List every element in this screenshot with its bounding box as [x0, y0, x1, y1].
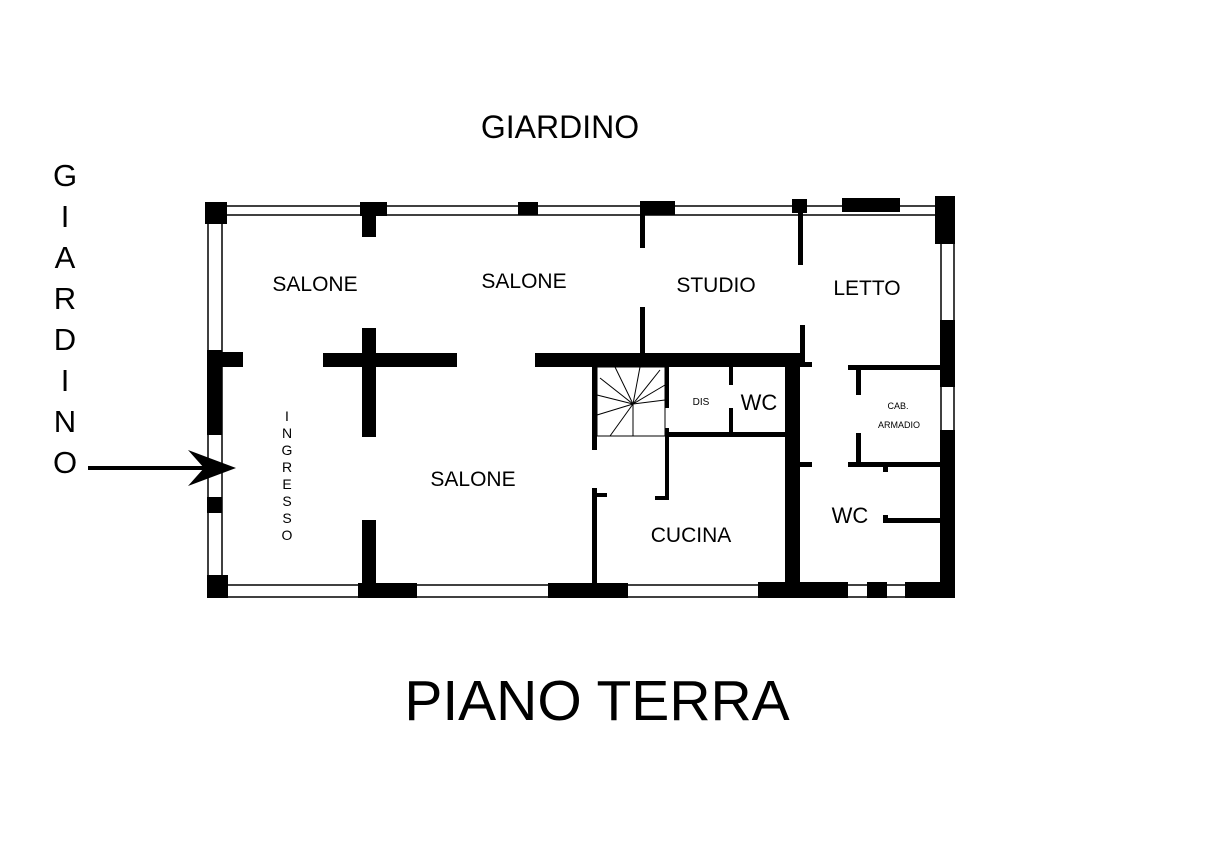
- room-label-letto: LETTO: [833, 277, 900, 300]
- room-label-wc: WC: [741, 390, 778, 415]
- room-label-salone: SALONE: [481, 270, 566, 293]
- room-label-dis: DIS: [693, 397, 710, 408]
- outer-walls: [205, 196, 955, 598]
- staircase: [596, 366, 666, 437]
- entrance-arrow: [88, 450, 236, 486]
- plan-title: PIANO TERRA: [404, 669, 789, 733]
- room-label-salone: SALONE: [272, 273, 357, 296]
- room-label-armadio: ARMADIO: [878, 420, 920, 430]
- room-label-studio: STUDIO: [676, 274, 755, 297]
- garden-label-top: GIARDINO: [481, 109, 639, 145]
- garden-label-left: GIARDINO: [48, 158, 83, 486]
- room-label-ingresso: INGRESSO: [279, 408, 295, 544]
- room-label-salone: SALONE: [430, 468, 515, 491]
- room-label-cucina: CUCINA: [651, 524, 732, 547]
- inner-walls: [323, 210, 942, 590]
- room-label-wc: WC: [832, 503, 869, 528]
- room-label-cab: CAB.: [887, 401, 908, 411]
